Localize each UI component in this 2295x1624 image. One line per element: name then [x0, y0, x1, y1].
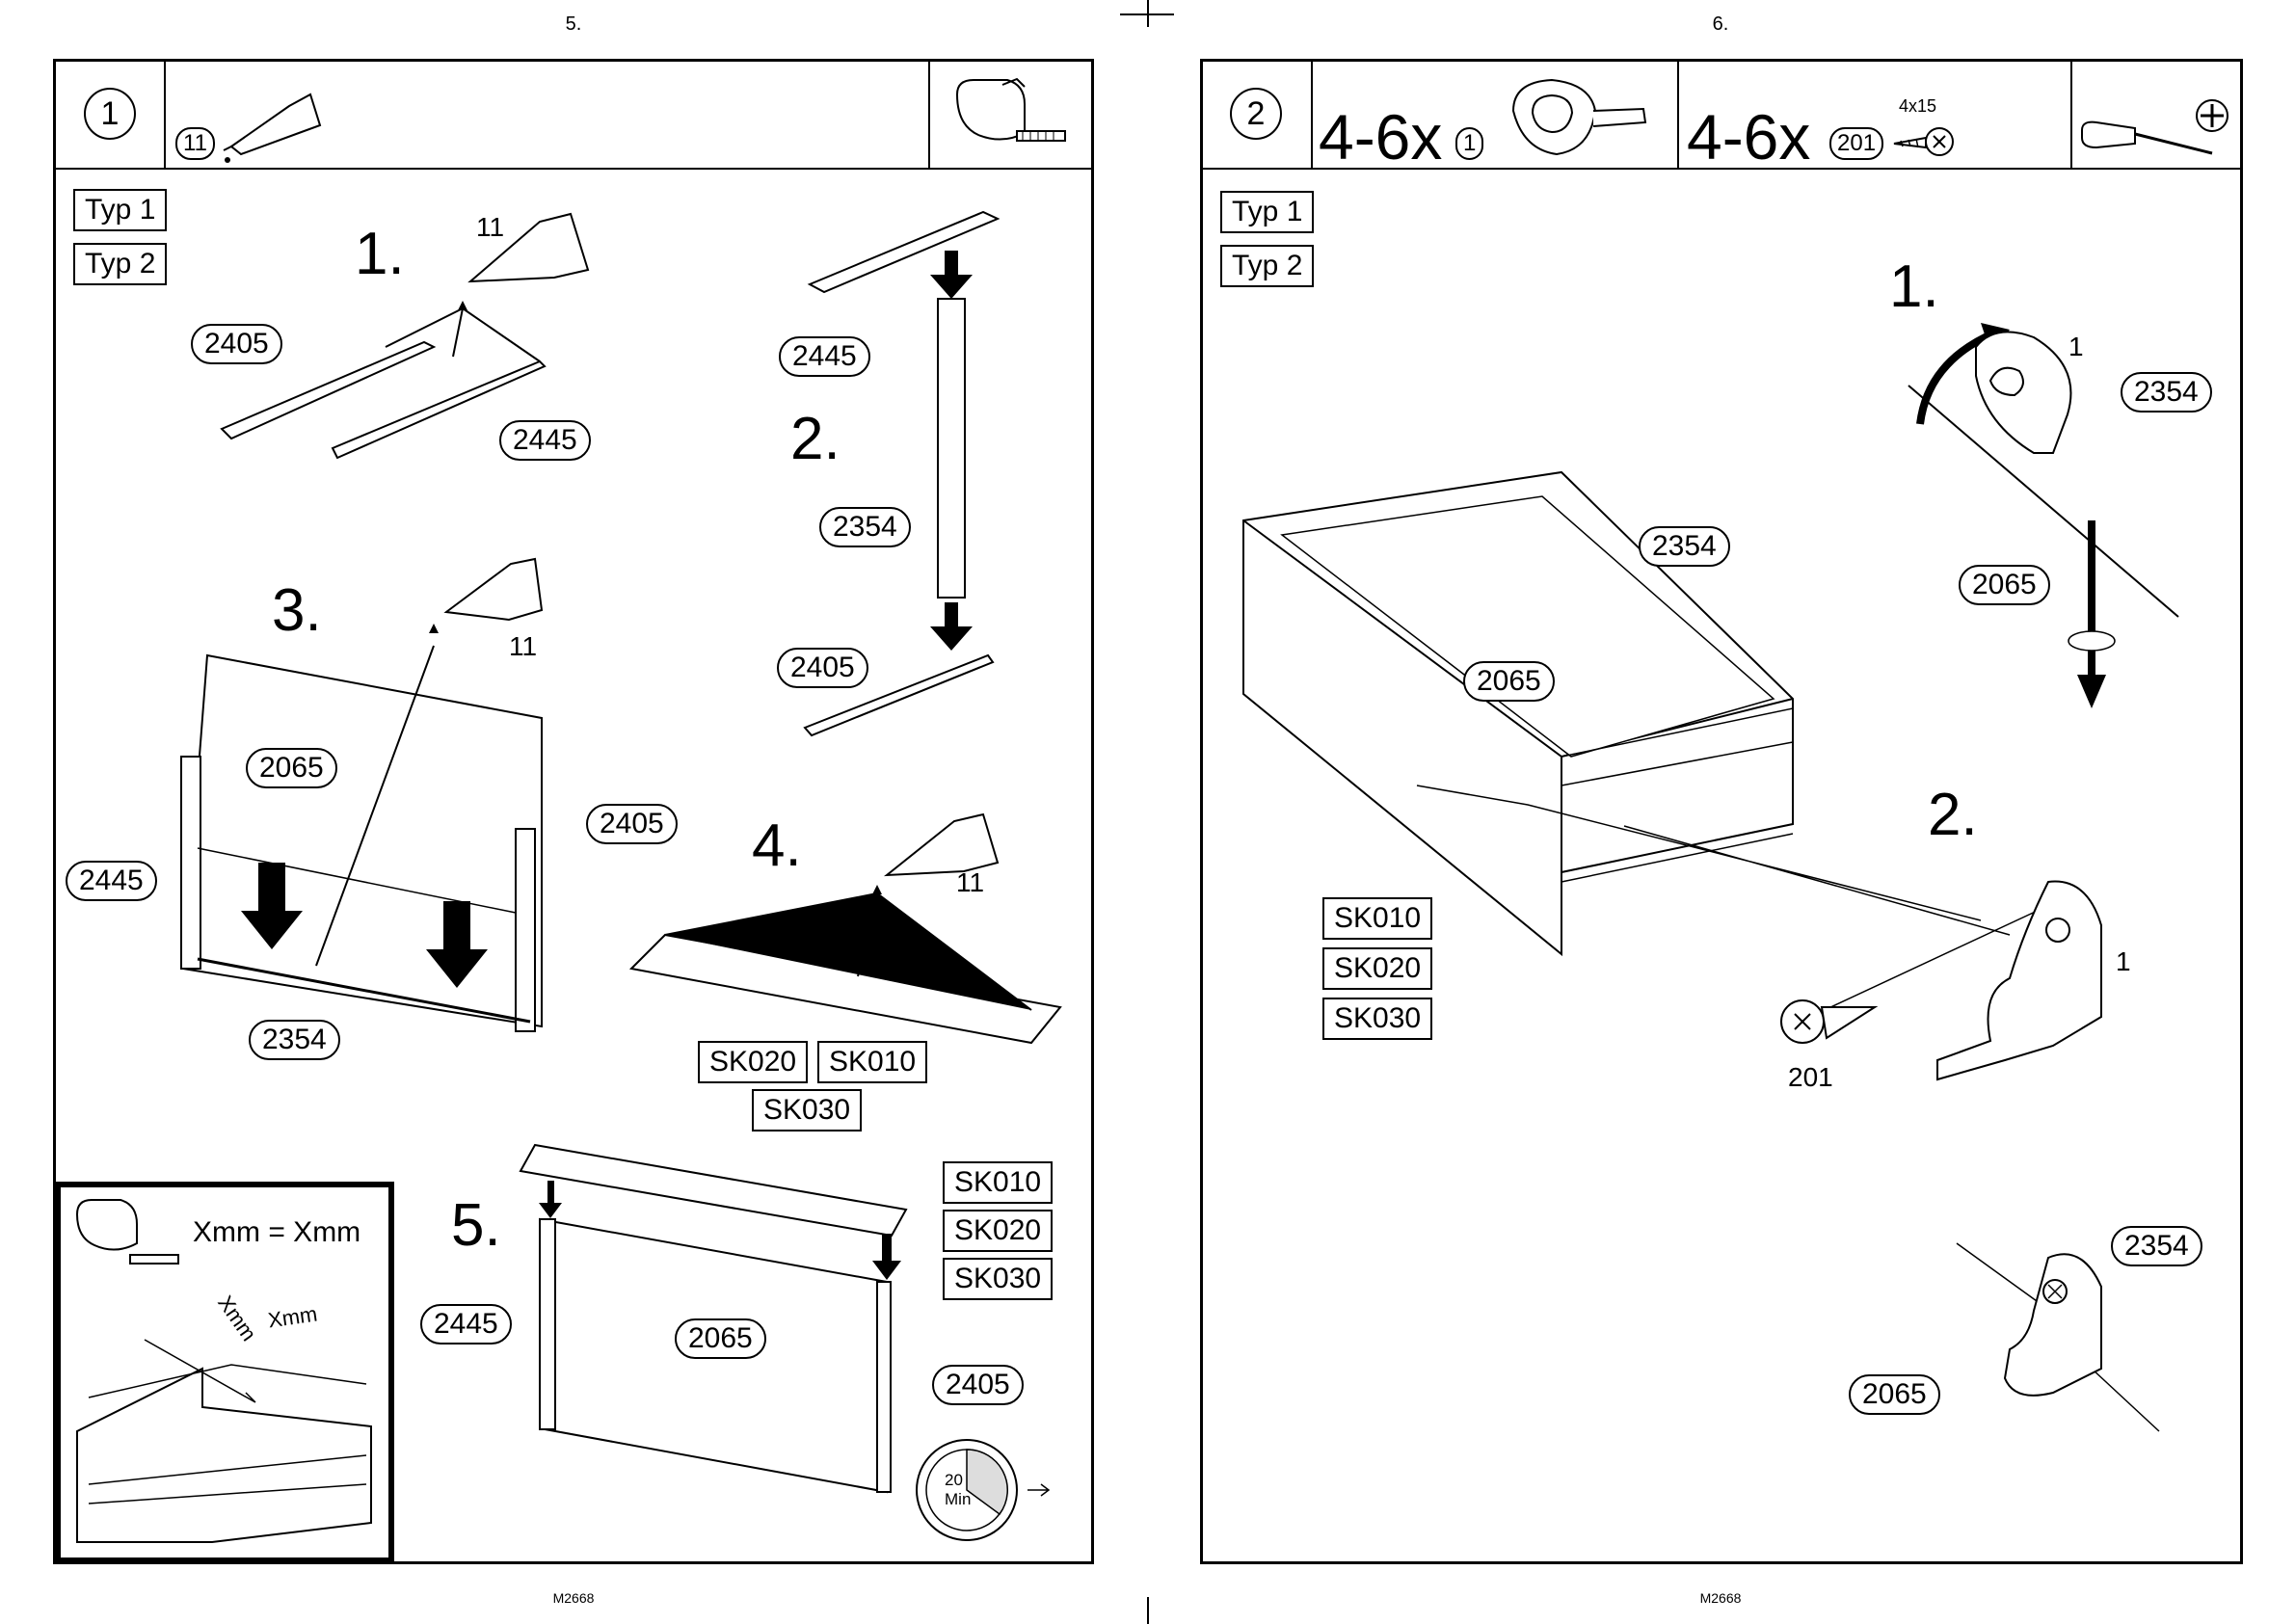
- panel-label: SK020: [1322, 947, 1432, 990]
- page-number: 6.: [1692, 13, 1749, 36]
- glue-part-number: 11: [175, 127, 215, 160]
- header-divider: [2070, 59, 2072, 169]
- screw-label: 201: [1788, 1062, 1833, 1093]
- glue-label: 11: [476, 212, 504, 243]
- step-number: 2: [1230, 88, 1282, 140]
- panel-label: SK030: [1322, 998, 1432, 1040]
- panel-label: SK010: [943, 1161, 1053, 1204]
- timer-icon: [914, 1434, 1078, 1550]
- sub-step-1: 1.: [1889, 253, 1939, 321]
- panel-label: SK020: [698, 1041, 808, 1083]
- panel-label: SK030: [752, 1089, 862, 1131]
- footer-code: M2668: [516, 1590, 631, 1606]
- part-label: 2065: [675, 1318, 766, 1359]
- panel-label: SK010: [1322, 897, 1432, 940]
- part-label: 2445: [499, 420, 591, 461]
- timer-value: 20: [945, 1471, 963, 1490]
- part-number: 201: [1829, 127, 1883, 160]
- step-number: 1: [84, 88, 136, 140]
- quantity-b: 4-6x: [1687, 100, 1810, 173]
- part-label: 2065: [1849, 1374, 1940, 1415]
- part-label: 2405: [191, 324, 282, 364]
- type-label: Typ 1: [73, 189, 167, 231]
- crop-mark: [1120, 13, 1174, 15]
- header-divider: [1677, 59, 1679, 169]
- bracket-screw-drawing: [1769, 872, 2116, 1094]
- step3-panel-drawing: [173, 554, 559, 1036]
- page-number: 5.: [545, 13, 602, 36]
- part-label: 2065: [1463, 661, 1555, 702]
- measuring-tape-icon: [949, 75, 1070, 162]
- type-label: Typ 2: [1220, 245, 1314, 287]
- part-label: 2354: [1639, 526, 1730, 567]
- sub-step-5: 5.: [451, 1191, 501, 1260]
- part-label: 2354: [2111, 1226, 2202, 1266]
- part-label: 2405: [777, 648, 868, 688]
- panel-label: SK030: [943, 1258, 1053, 1300]
- part-label: 2354: [249, 1020, 340, 1060]
- glue-bottle-icon: [222, 87, 328, 164]
- header-divider: [1311, 59, 1313, 169]
- crop-mark: [1147, 1597, 1149, 1624]
- part-label: 2445: [66, 861, 157, 901]
- timer-unit: Min: [945, 1490, 971, 1509]
- shelf-bracket-icon: [1499, 72, 1653, 159]
- panel-label: SK010: [817, 1041, 927, 1083]
- part-label: 2445: [420, 1304, 512, 1344]
- part-number: 1: [1455, 127, 1483, 160]
- screwdriver-icon: [2077, 92, 2231, 164]
- bracket-label: 1: [2116, 946, 2131, 977]
- bracket-label: 1: [2068, 332, 2084, 362]
- panel-label: SK020: [943, 1210, 1053, 1252]
- quantity-a: 4-6x: [1319, 100, 1442, 173]
- part-label: 2354: [2121, 372, 2212, 413]
- glue-label: 11: [509, 631, 537, 662]
- step4-top-panel-drawing: [627, 790, 1060, 1051]
- type-label: Typ 2: [73, 243, 167, 285]
- header-divider: [928, 59, 930, 169]
- inset-drawing: [67, 1195, 386, 1552]
- part-label: 2354: [819, 507, 911, 547]
- glue-label: 11: [956, 867, 984, 898]
- part-label: 2065: [246, 748, 337, 788]
- header-divider: [164, 59, 166, 169]
- header-divider: [53, 168, 1094, 170]
- part-label: 2445: [779, 336, 870, 377]
- footer-code: M2668: [1663, 1590, 1778, 1606]
- screw-icon: [1889, 120, 1957, 164]
- part-label: 2405: [932, 1365, 1024, 1405]
- screw-size: 4x15: [1899, 96, 1936, 117]
- type-label: Typ 1: [1220, 191, 1314, 233]
